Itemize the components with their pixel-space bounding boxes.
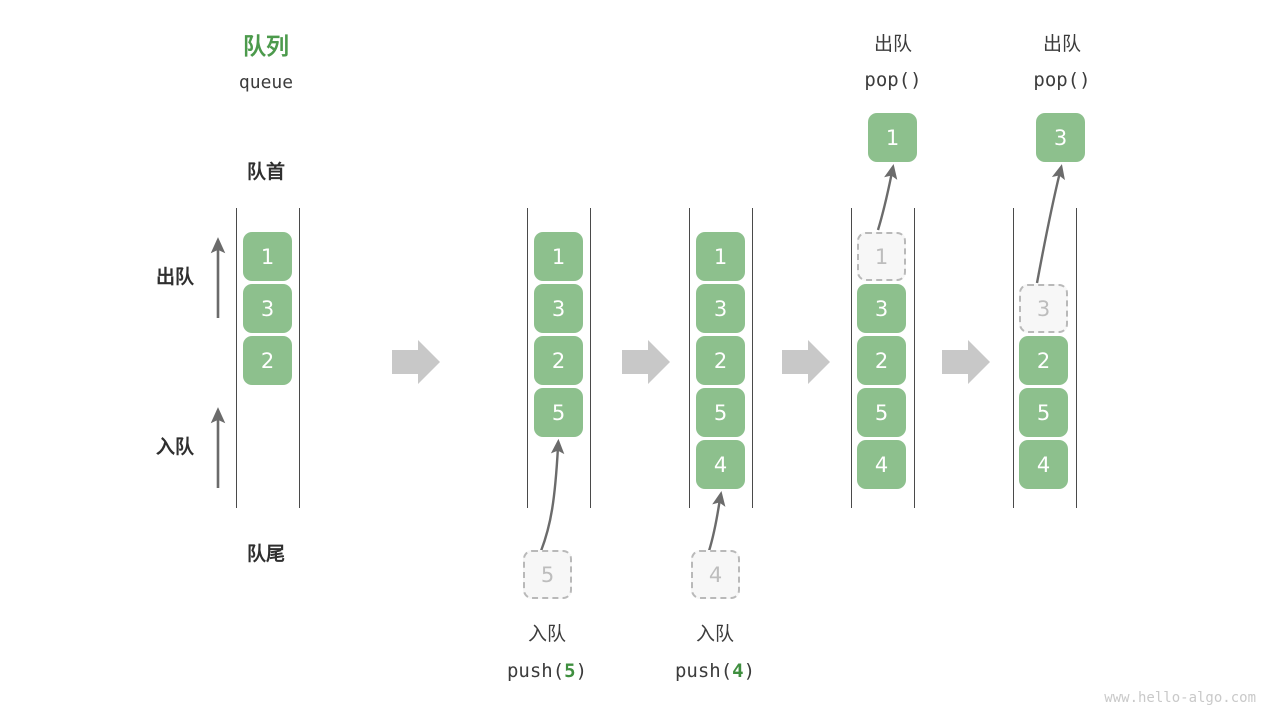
pop-arrow-3 — [1035, 164, 1065, 284]
watermark: www.hello-algo.com — [1104, 690, 1256, 706]
pop-arrow-1 — [876, 163, 898, 231]
queue-cell: 1 — [534, 232, 583, 281]
rear-label: 队尾 — [246, 543, 285, 565]
op-code-suffix: ) — [1079, 69, 1091, 91]
queue-cell: 2 — [1019, 336, 1068, 385]
queue-rail-right-col1 — [299, 208, 300, 508]
page-title-en: queue — [238, 72, 294, 93]
page-title-cn: 队列 — [243, 34, 289, 60]
queue-cell: 2 — [243, 336, 292, 385]
enqueue-direction-label: 入队 — [155, 436, 194, 458]
queue-cell: 2 — [857, 336, 906, 385]
push-arrow-5 — [539, 438, 565, 552]
queue-rail-right-col2 — [590, 208, 591, 508]
op-code-col2: push(5) — [487, 662, 607, 681]
queue-cell: 3 — [243, 284, 292, 333]
queue-rail-left-col3 — [689, 208, 690, 508]
queue-cell: 2 — [534, 336, 583, 385]
queue-cell: 3 — [696, 284, 745, 333]
queue-rail-left-col5 — [1013, 208, 1014, 508]
popped-element: 1 — [868, 113, 917, 162]
op-code-prefix: pop( — [864, 69, 911, 91]
queue-cell-removed: 3 — [1019, 284, 1068, 333]
op-code-col3: push(4) — [655, 662, 775, 681]
op-label-cn-col4: 出队 — [873, 33, 912, 55]
queue-cell: 4 — [1019, 440, 1068, 489]
op-code-prefix: pop( — [1033, 69, 1080, 91]
queue-cell-new: 4 — [696, 440, 745, 489]
front-label: 队首 — [246, 161, 285, 183]
op-code-col4: pop() — [833, 71, 953, 90]
popped-element: 3 — [1036, 113, 1085, 162]
queue-cell: 5 — [696, 388, 745, 437]
op-code-value: 4 — [732, 660, 744, 682]
push-arrow-4 — [707, 490, 726, 552]
queue-cell: 2 — [696, 336, 745, 385]
queue-cell: 1 — [696, 232, 745, 281]
op-code-prefix: push( — [506, 660, 565, 682]
queue-rail-left-col4 — [851, 208, 852, 508]
incoming-element-ghost: 4 — [691, 550, 740, 599]
queue-rail-left-col1 — [236, 208, 237, 508]
queue-cell-removed: 1 — [857, 232, 906, 281]
queue-rail-right-col4 — [914, 208, 915, 508]
op-label-cn-col5: 出队 — [1042, 33, 1081, 55]
queue-rail-right-col3 — [752, 208, 753, 508]
incoming-element-ghost: 5 — [523, 550, 572, 599]
queue-cell-new: 5 — [534, 388, 583, 437]
op-code-value: 5 — [564, 660, 576, 682]
op-code-prefix: push( — [674, 660, 733, 682]
op-label-cn-col3: 入队 — [695, 623, 734, 645]
queue-cell: 5 — [1019, 388, 1068, 437]
queue-rail-left-col2 — [527, 208, 528, 508]
op-code-suffix: ) — [910, 69, 922, 91]
queue-cell: 1 — [243, 232, 292, 281]
op-code-col5: pop() — [1002, 71, 1122, 90]
queue-cell: 3 — [857, 284, 906, 333]
queue-cell: 3 — [534, 284, 583, 333]
queue-rail-right-col5 — [1076, 208, 1077, 508]
queue-cell: 4 — [857, 440, 906, 489]
dequeue-direction-label: 出队 — [155, 266, 194, 288]
op-code-suffix: ) — [743, 660, 756, 682]
op-code-suffix: ) — [575, 660, 588, 682]
op-label-cn-col2: 入队 — [527, 623, 566, 645]
queue-cell: 5 — [857, 388, 906, 437]
